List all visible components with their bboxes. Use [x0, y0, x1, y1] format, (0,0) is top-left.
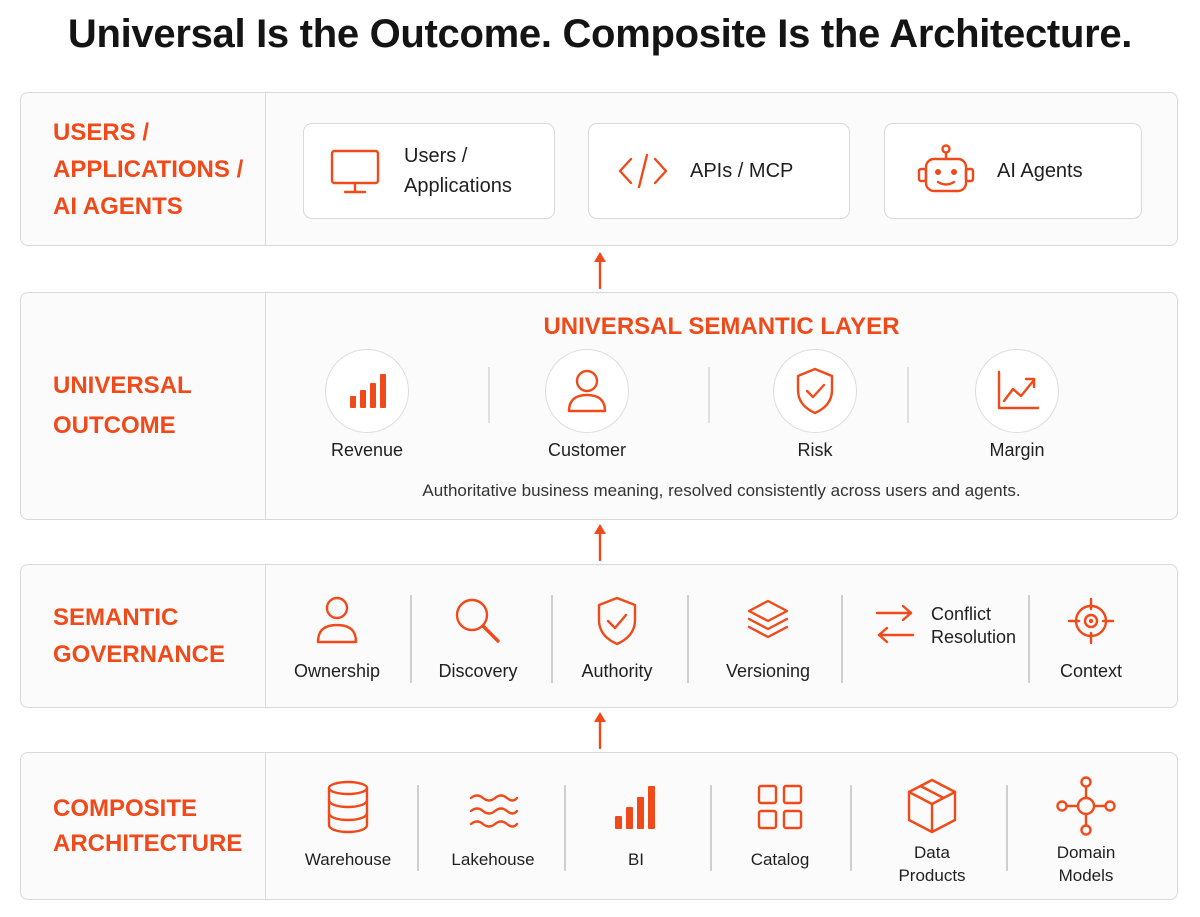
target-icon [1067, 597, 1115, 645]
code-brackets-icon [617, 149, 669, 193]
discovery-label: Discovery [438, 661, 518, 681]
separator [708, 367, 710, 423]
margin-label: Margin [989, 440, 1045, 460]
governance-label: SEMANTIC GOVERNANCE [53, 604, 226, 668]
outcome-panel: UNIVERSAL OUTCOME UNIVERSAL SEMANTIC LAY… [20, 292, 1178, 520]
lakehouse-label: Lakehouse [451, 850, 535, 869]
separator [488, 367, 490, 423]
bar-chart-icon [346, 370, 388, 412]
architecture-side: COMPOSITE ARCHITECTURE [21, 753, 266, 899]
magnifier-icon [452, 595, 504, 647]
shield-check-icon [595, 595, 639, 647]
margin-circle [975, 349, 1059, 433]
versioning-label: Versioning [725, 661, 811, 681]
customer-circle [545, 349, 629, 433]
database-icon [324, 779, 372, 835]
governance-panel: SEMANTIC GOVERNANCE Ownership Discovery … [20, 564, 1178, 708]
authority-label: Authority [581, 661, 653, 681]
separator [1028, 595, 1030, 683]
robot-icon [915, 142, 977, 200]
bar-chart-icon [613, 783, 659, 831]
card-apis-mcp: APIs / MCP [588, 123, 850, 219]
up-arrow-icon [590, 522, 610, 562]
outcome-label: UNIVERSAL OUTCOME [53, 372, 192, 439]
card-users-applications: Users / Applications [303, 123, 555, 219]
separator [551, 595, 553, 683]
separator [850, 785, 852, 871]
card-users-applications-label: Users / Applications [404, 145, 512, 197]
conflict-resolution-label: Conflict Resolution [931, 604, 1017, 647]
user-icon [315, 595, 359, 645]
shield-check-icon [794, 366, 836, 416]
risk-label: Risk [797, 440, 833, 460]
swap-arrows-icon [873, 603, 917, 645]
catalog-label: Catalog [750, 850, 810, 869]
up-arrow-icon [590, 710, 610, 750]
consumers-side: USERS / APPLICATIONS / AI AGENTS [21, 93, 266, 245]
grid-icon [756, 783, 804, 831]
separator [710, 785, 712, 871]
outcome-side: UNIVERSAL OUTCOME [21, 293, 266, 519]
trend-chart-icon [994, 368, 1042, 414]
separator [1006, 785, 1008, 871]
semantic-layer-caption: Authoritative business meaning, resolved… [422, 481, 1021, 500]
semantic-layer-title: UNIVERSAL SEMANTIC LAYER [543, 313, 900, 340]
consumers-label: USERS / APPLICATIONS / AI AGENTS [53, 118, 244, 220]
architecture-label: COMPOSITE ARCHITECTURE [53, 795, 243, 857]
page-title: Universal Is the Outcome. Composite Is t… [67, 12, 1133, 56]
monitor-icon [328, 144, 382, 198]
consumers-panel: USERS / APPLICATIONS / AI AGENTS Users /… [20, 92, 1178, 246]
network-icon [1055, 775, 1117, 837]
governance-side: SEMANTIC GOVERNANCE [21, 565, 266, 707]
warehouse-label: Warehouse [304, 850, 392, 869]
revenue-label: Revenue [330, 440, 404, 460]
separator [564, 785, 566, 871]
up-arrow-icon [590, 250, 610, 290]
separator [417, 785, 419, 871]
card-apis-mcp-label: APIs / MCP [690, 160, 794, 182]
risk-circle [773, 349, 857, 433]
separator [410, 595, 412, 683]
layers-icon [745, 597, 791, 643]
architecture-panel: COMPOSITE ARCHITECTURE Warehouse Lakehou… [20, 752, 1178, 900]
card-ai-agents: AI Agents [884, 123, 1142, 219]
waves-icon [467, 791, 519, 831]
cube-icon [905, 777, 959, 835]
bi-label: BI [627, 850, 645, 869]
separator [907, 367, 909, 423]
customer-label: Customer [547, 440, 627, 460]
revenue-circle [325, 349, 409, 433]
context-label: Context [1059, 661, 1123, 681]
user-icon [566, 368, 608, 414]
separator [687, 595, 689, 683]
ownership-label: Ownership [293, 661, 381, 681]
data-products-label: Data Products [898, 843, 966, 885]
card-ai-agents-label: AI Agents [997, 160, 1083, 182]
separator [841, 595, 843, 683]
domain-models-label: Domain Models [1056, 843, 1116, 885]
